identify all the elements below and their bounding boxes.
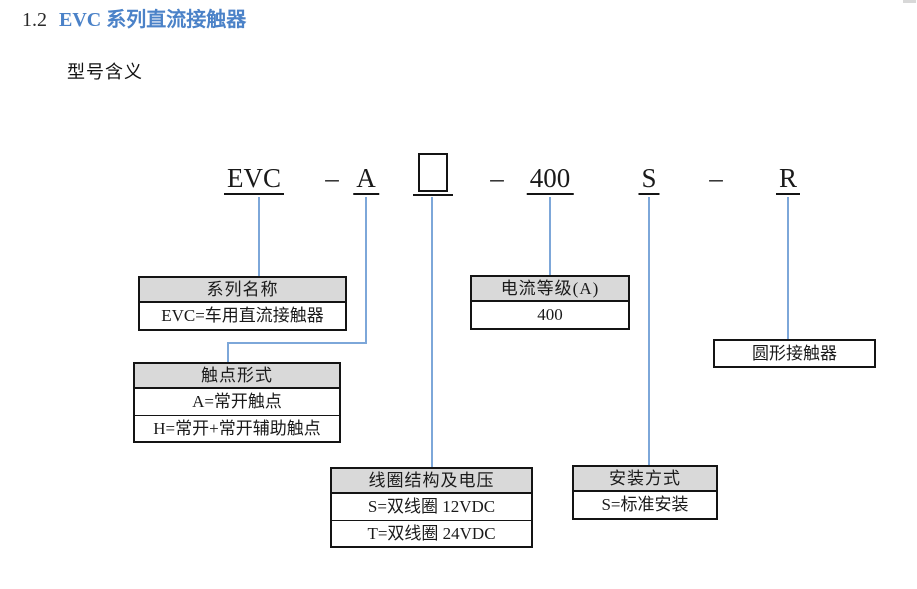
contact-form-callout-row: A=常开触点	[192, 392, 282, 411]
model-segment-contact: A	[353, 163, 379, 195]
connector-contact-line-across	[227, 342, 367, 344]
section-heading: 1.2 EVC 系列直流接触器	[22, 8, 246, 32]
section-number: 1.2	[22, 9, 47, 31]
model-segment-series: EVC	[224, 163, 284, 195]
contact-form-callout-header: 触点形式	[135, 364, 339, 389]
coil-placeholder-underline	[413, 194, 453, 196]
round-contactor-callout-box: 圆形接触器	[713, 339, 876, 368]
connector-current-line	[549, 197, 551, 275]
model-segment-shape: R	[775, 163, 801, 195]
connector-mounting-line	[648, 197, 650, 465]
mounting-callout-box: 安装方式 S=标准安装	[572, 465, 718, 520]
round-contactor-label: 圆形接触器	[752, 344, 837, 363]
coil-structure-callout-box: 线圈结构及电压 S=双线圈 12VDC T=双线圈 24VDC	[330, 467, 533, 548]
connector-shape-line	[787, 197, 789, 339]
mounting-callout-row: S=标准安装	[601, 495, 689, 514]
model-dash-2: –	[490, 163, 504, 193]
page-edge-artifact	[903, 0, 916, 3]
mounting-callout-header: 安装方式	[574, 467, 716, 492]
model-segment-current: 400	[526, 163, 574, 195]
connector-contact-line-drop	[227, 342, 229, 362]
coil-structure-callout-header: 线圈结构及电压	[332, 469, 531, 494]
model-dash-3: –	[709, 163, 723, 193]
page-subtitle: 型号含义	[67, 62, 143, 82]
contact-form-callout-row: H=常开+常开辅助触点	[135, 415, 339, 441]
coil-placeholder-box	[418, 153, 448, 192]
connector-series-line	[258, 197, 260, 276]
current-rating-callout-row: 400	[537, 305, 563, 324]
connector-coil-line	[431, 197, 433, 467]
series-callout-header: 系列名称	[140, 278, 345, 303]
coil-structure-callout-row: T=双线圈 24VDC	[332, 520, 531, 546]
model-dash-1: –	[325, 163, 339, 193]
contact-form-callout-box: 触点形式 A=常开触点 H=常开+常开辅助触点	[133, 362, 341, 443]
series-callout-box: 系列名称 EVC=车用直流接触器	[138, 276, 347, 331]
connector-contact-line-down	[365, 197, 367, 344]
current-rating-callout-box: 电流等级(A) 400	[470, 275, 630, 330]
model-segment-mounting: S	[638, 163, 660, 195]
section-title: EVC 系列直流接触器	[59, 9, 247, 31]
coil-structure-callout-row: S=双线圈 12VDC	[367, 497, 496, 516]
series-callout-row: EVC=车用直流接触器	[161, 306, 324, 325]
current-rating-callout-header: 电流等级(A)	[472, 277, 628, 302]
